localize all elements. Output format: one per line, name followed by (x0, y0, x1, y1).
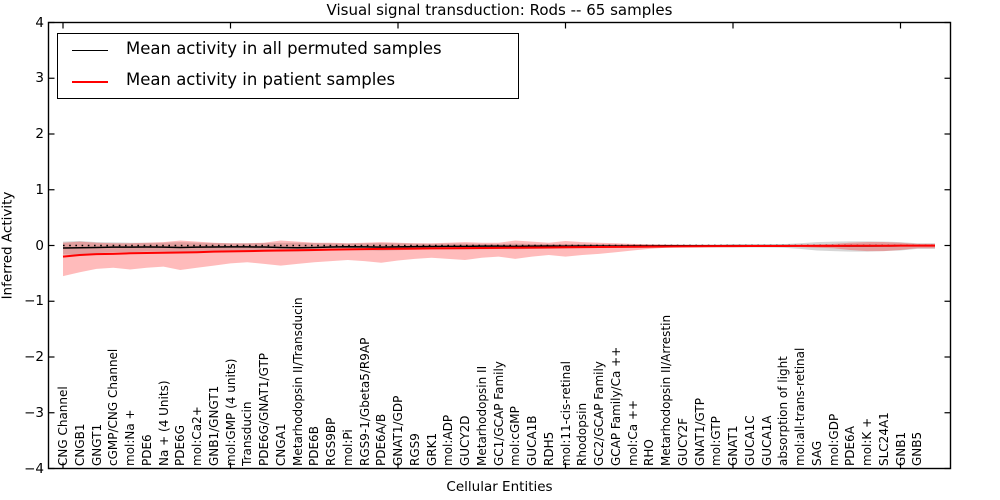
x-category-label: GNB1/GNGT1 (206, 385, 221, 466)
chart-title: Visual signal transduction: Rods -- 65 s… (326, 1, 673, 19)
x-category-label: GUCY2F (675, 417, 690, 466)
x-category-label: GUCA1B (525, 415, 539, 466)
legend-line-sample-red (72, 81, 108, 83)
x-category-label: mol:ADP (441, 414, 456, 466)
patient-mean-line (62, 244, 935, 258)
x-category-label: PDE6G/GNAT1/GTP (257, 352, 271, 466)
x-category-label: Rhodopsin (575, 402, 590, 466)
x-category-label: GUCA1A (759, 415, 774, 466)
x-category-label: mol:Pi (340, 429, 355, 466)
y-tick-label: 2 (35, 126, 44, 142)
x-category-label: GC2/GCAP Family (592, 361, 606, 466)
x-category-label: GCAP Family/Ca ++ (608, 346, 623, 466)
x-category-label: SLC24A1 (876, 412, 891, 466)
x-category-label: GNB1 (893, 431, 908, 466)
x-category-label: GNB5 (910, 431, 925, 466)
x-category-label: PDE6 (139, 434, 154, 466)
legend-label: Mean activity in patient samples (126, 70, 396, 89)
x-category-label: SAG (809, 440, 824, 466)
x-category-label: GUCA1C (742, 415, 757, 466)
x-category-label: GRK1 (424, 432, 439, 466)
y-tick-label: −4 (24, 460, 44, 477)
x-category-label: mol:GTP (709, 416, 724, 466)
x-category-label: mol:GDP (826, 413, 841, 466)
x-category-label: PDE6A/B (374, 413, 389, 466)
x-category-label: PDE6A (843, 426, 858, 466)
x-category-label: RGS9 (407, 433, 422, 466)
y-tick-label: −3 (24, 404, 44, 421)
x-category-label: mol:Ca2+ (190, 406, 204, 466)
x-category-label: PDE6G (173, 425, 188, 466)
x-category-label: mol:K + (860, 417, 874, 466)
x-category-label: absorption of light (776, 356, 791, 466)
y-tick-label: 1 (35, 181, 44, 198)
y-tick-label: −2 (24, 349, 44, 365)
y-tick-label: 0 (35, 237, 44, 254)
x-category-label: mol:cGMP (508, 406, 523, 466)
x-axis-label: Cellular Entities (446, 479, 553, 495)
x-category-label: GNAT1/GDP (391, 395, 405, 466)
y-tick-label: 4 (35, 14, 44, 31)
legend: Mean activity in all permuted samples Me… (57, 33, 519, 99)
x-category-label: CNGB1 (72, 423, 87, 466)
x-category-label: Transducin (240, 401, 255, 466)
x-category-label: mol:Ca ++ (625, 399, 640, 466)
x-category-label: RGS9BP (324, 417, 338, 466)
x-category-label: GNGT1 (89, 423, 104, 466)
legend-item-permuted: Mean activity in all permuted samples (58, 37, 518, 65)
x-category-label: mol:Na + (123, 409, 137, 466)
x-category-label: Metarhodopsin II/Transducin (290, 297, 305, 466)
x-category-label: RGS9-1/Gbeta5/R9AP (357, 337, 372, 466)
x-category-label: Na + (4 Units) (156, 380, 171, 466)
x-category-label: CNG Channel (56, 386, 70, 466)
x-category-label: mol:GMP (4 units) (223, 358, 238, 466)
legend-line-sample-black (72, 50, 108, 51)
x-category-label: CNGA1 (273, 423, 288, 467)
x-category-label: GUCY2D (458, 415, 472, 466)
x-category-label: mol:all-trans-retinal (793, 347, 807, 466)
x-category-label: GC1/GCAP Family (491, 361, 506, 466)
x-category-label: PDE6B (307, 426, 322, 466)
x-category-label: cGMP/CNG Channel (106, 348, 121, 466)
patient-std-band (63, 240, 935, 277)
x-category-label: RDH5 (541, 431, 556, 466)
x-category-label: mol:11-cis-retinal (558, 361, 573, 466)
x-category-label: GNAT1 (726, 425, 740, 466)
x-category-label: Metarhodopsin II (474, 365, 489, 466)
x-category-label: GNAT1/GTP (692, 398, 707, 466)
legend-label: Mean activity in all permuted samples (126, 39, 442, 58)
x-category-label: RHO (642, 439, 657, 466)
y-tick-label: −1 (24, 293, 44, 310)
x-category-label: Metarhodopsin II/Arrestin (659, 314, 673, 466)
legend-item-patient: Mean activity in patient samples (58, 68, 518, 96)
y-tick-label: 3 (35, 70, 44, 87)
